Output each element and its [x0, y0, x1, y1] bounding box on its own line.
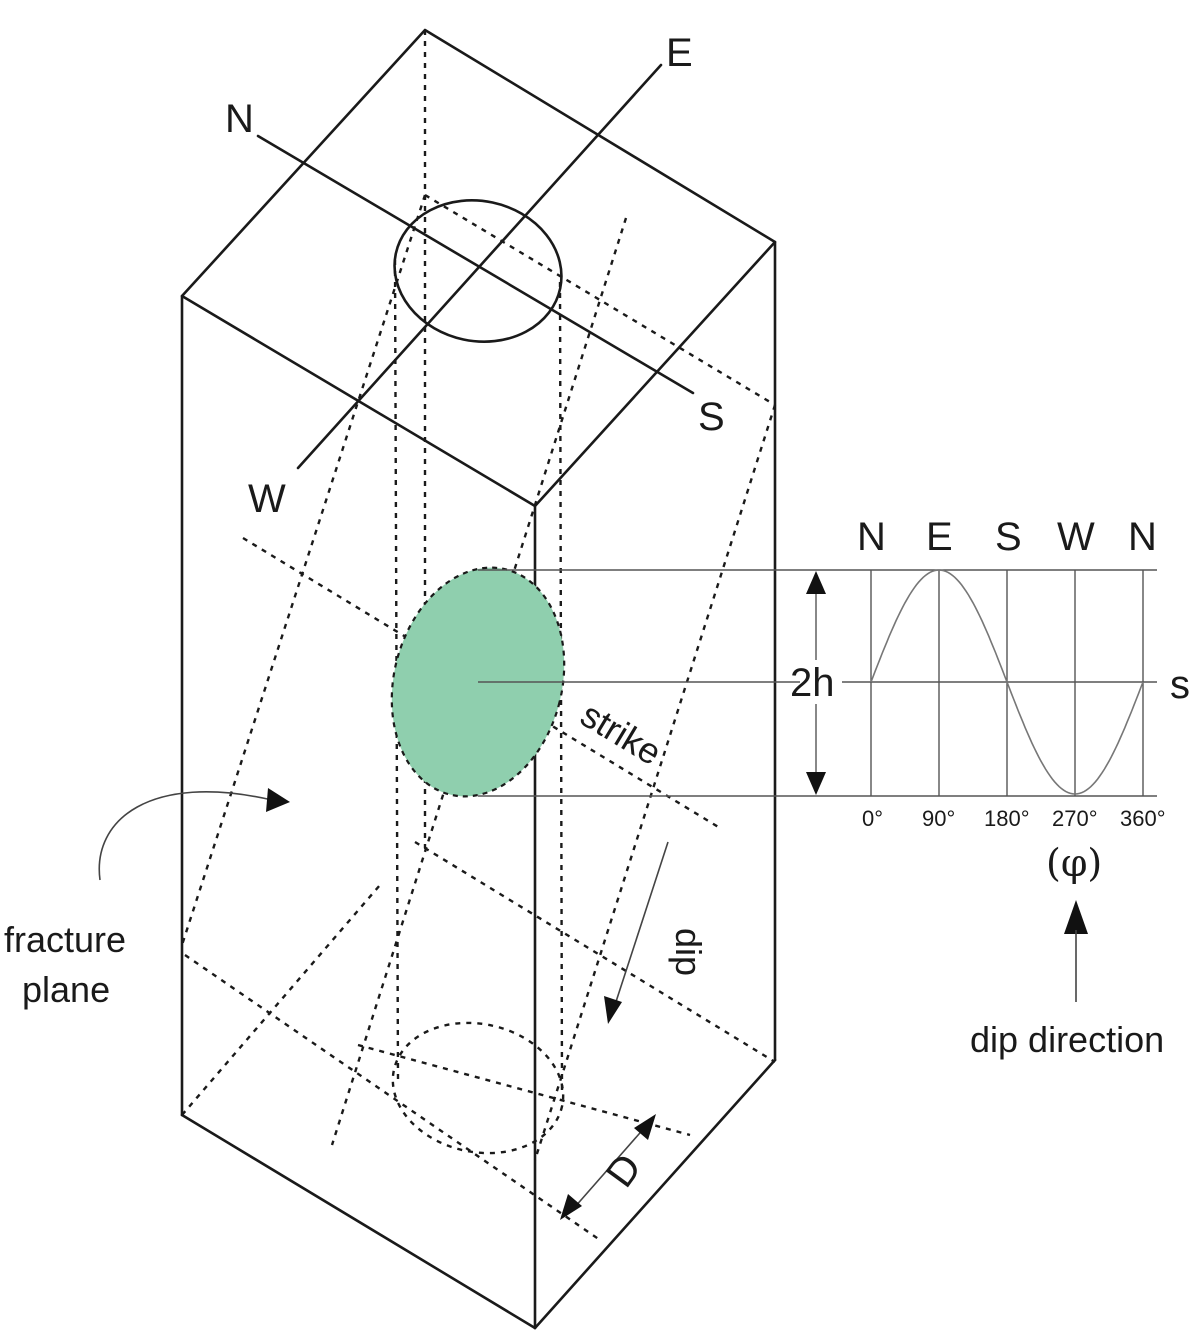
compass-east-label: E: [666, 31, 693, 75]
sinusoid-tick-360: 360°: [1120, 806, 1166, 831]
sinusoid-tick-90: 90°: [922, 806, 955, 831]
sinusoid-header-0: N: [857, 515, 886, 559]
hidden-edges: [181, 30, 427, 1116]
north-south-line: [256, 134, 695, 395]
dip-arrow-line: [611, 841, 669, 1015]
dip-direction-arrow-icon: [1064, 900, 1088, 934]
phi-label: (φ): [1046, 841, 1102, 885]
fracture-plane-pointer-arrow-icon: [266, 788, 290, 812]
block-bottom-right-edge: [533, 1058, 777, 1330]
sinusoid-tick-180: 180°: [984, 806, 1030, 831]
fracture-plane-label-line1: fracture: [4, 919, 126, 960]
diameter-arrow-line: [573, 1125, 647, 1209]
diameter-label: D: [598, 1146, 651, 1195]
reference-lines: [478, 569, 1157, 797]
compass-west-label: W: [248, 477, 286, 521]
borehole-right-wall: [558, 281, 564, 1091]
fracture-plane-left-edge: [180, 194, 427, 946]
sinusoid-panel: N E S W N 0° 90° 180° 270° 360° s: [857, 515, 1190, 831]
sinusoid-header-3: W: [1057, 515, 1095, 559]
height-arrow-up-icon: [806, 571, 826, 594]
block-bottom-left-edge: [180, 1113, 537, 1330]
height-dimension: [806, 571, 826, 795]
compass-cross: [256, 63, 695, 470]
fracture-plane-outline: [180, 193, 777, 1241]
dip-direction-label: dip direction: [970, 1019, 1164, 1060]
dip-guide-line: [414, 840, 776, 1064]
fracture-plane-top-edge: [424, 193, 776, 407]
borehole-bottom-circle: [391, 1021, 565, 1155]
compass-south-label: S: [698, 395, 725, 439]
dip-label: dip: [668, 928, 709, 976]
borehole-bottom-line: [357, 1043, 691, 1137]
dip-arrow-head-icon: [604, 996, 622, 1024]
hidden-bottom-back-left-edge: [181, 884, 381, 1116]
fracture-plane-label-line2: plane: [22, 969, 110, 1010]
sinusoid-header-2: S: [995, 515, 1022, 559]
fracture-plane-pointer-curve: [98, 791, 273, 881]
sinusoid-header-1: E: [926, 515, 953, 559]
compass-north-label: N: [225, 97, 254, 141]
borehole-top-circle: [393, 199, 563, 343]
sinusoid-tick-270: 270°: [1052, 806, 1098, 831]
sinusoid-curve: [870, 569, 1144, 795]
height-label: 2h: [790, 661, 835, 705]
fracture-plane-right-edge: [533, 404, 777, 1161]
fracture-plane-bottom-edge: [184, 954, 601, 1241]
sinusoid-tick-0: 0°: [862, 806, 883, 831]
strike-label: strike: [574, 694, 669, 773]
height-arrow-down-icon: [806, 772, 826, 795]
diameter-arrow-head-end-icon: [634, 1114, 656, 1140]
diameter-arrow-head-start-icon: [560, 1194, 582, 1220]
strike-right-label: s: [1170, 663, 1190, 707]
sinusoid-header-4: N: [1128, 515, 1157, 559]
west-east-line: [296, 63, 663, 470]
